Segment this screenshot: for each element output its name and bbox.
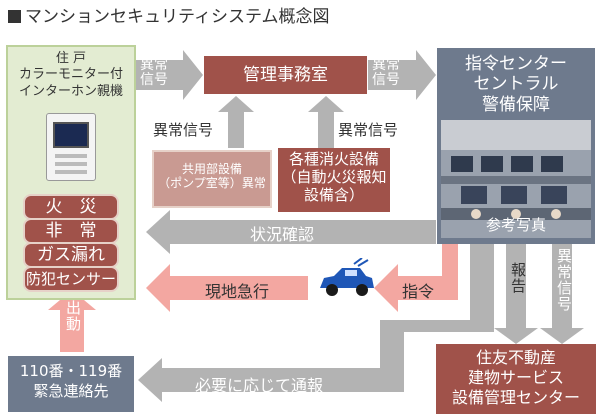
arrow-resident-to-office: [136, 50, 203, 100]
emergency-contact-box: 110番・119番 緊急連絡先: [8, 356, 134, 412]
emergency-contact-line1: 110番・119番: [19, 362, 123, 380]
arrow-status-check: [146, 210, 436, 254]
command-center-line2: セントラル: [473, 74, 559, 95]
arrow-dispatch: [48, 290, 96, 352]
command-center-box: 指令センター セントラル 警備保障 参考写真: [437, 48, 595, 244]
label-command: 指令: [402, 282, 435, 301]
label-abnormal-signal-right: 異常 信号: [372, 57, 400, 89]
arrow-report: [494, 244, 538, 344]
intercom-device-icon: [46, 113, 96, 181]
security-car-icon: [320, 258, 374, 296]
command-center-line1: 指令センター: [465, 54, 567, 74]
alert-fire: 火 災: [23, 194, 119, 220]
label-dispatch: 出動: [64, 300, 82, 332]
alert-emergency: 非 常: [23, 218, 119, 244]
title-square-icon: [8, 10, 21, 23]
sumitomo-line3: 設備管理センター: [451, 388, 580, 407]
common-equipment-box: 共用部設備 （ポンプ室等）異常: [152, 150, 272, 208]
resident-heading-line3: インターホン親機: [18, 83, 123, 99]
label-report: 報告: [509, 262, 527, 294]
common-equipment-line1: 共用部設備: [181, 162, 242, 176]
sumitomo-facility-center-box: 住友不動産 建物サービス 設備管理センター: [436, 344, 596, 414]
sumitomo-line2: 建物サービス: [467, 368, 564, 387]
label-rush-to-site: 現地急行: [205, 282, 270, 301]
label-abnormal-signal-up1: 異常信号: [153, 121, 214, 139]
alert-security-sensor: 防犯センサー: [23, 266, 119, 292]
arrow-rush: [146, 264, 308, 312]
command-center-heading: 指令センター セントラル 警備保障: [437, 54, 595, 115]
arrow-fire-up: [308, 96, 344, 148]
label-abnormal-signal-up2: 異常信号: [338, 121, 399, 139]
label-abnormal-signal-vertical: 異常信号: [555, 248, 573, 312]
label-abnormal-signal-left: 異常 信号: [140, 57, 168, 89]
photo-caption: 参考写真: [485, 216, 546, 234]
arrow-notify: [138, 244, 494, 402]
label-status-check: 状況確認: [250, 225, 315, 244]
arrow-command: [374, 244, 458, 312]
command-center-line3: 警備保障: [482, 94, 550, 115]
resident-heading: 住 戸 カラーモニター付 インターホン親機: [8, 51, 134, 100]
fire-equipment-line2: （自動火災報知: [281, 168, 387, 186]
management-office-box: 管理事務室: [204, 56, 367, 94]
control-room-photo: 参考写真: [441, 120, 591, 238]
arrow-common-up: [218, 96, 254, 148]
fire-equipment-line3: 設備含）: [303, 186, 364, 204]
fire-equipment-line1: 各種消火設備: [288, 150, 379, 168]
emergency-contact-line2: 緊急連絡先: [33, 381, 109, 400]
arrow-office-to-center: [368, 50, 436, 100]
resident-unit-box: 住 戸 カラーモニター付 インターホン親機 火 災 非 常 ガス漏れ 防犯センサ…: [6, 45, 136, 300]
common-equipment-line2: （ポンプ室等）異常: [158, 176, 266, 191]
fire-equipment-box: 各種消火設備 （自動火災報知 設備含）: [278, 148, 390, 212]
diagram-title: マンションセキュリティシステム概念図: [8, 2, 329, 27]
arrow-abnormal-down: [540, 244, 584, 344]
resident-heading-line1: 住 戸: [55, 51, 87, 66]
control-room-photo-art: [441, 120, 591, 238]
resident-heading-line2: カラーモニター付: [18, 67, 123, 83]
alert-gas-leak: ガス漏れ: [23, 242, 119, 268]
label-notify-as-needed: 必要に応じて通報: [195, 376, 324, 395]
title-text: マンションセキュリティシステム概念図: [25, 7, 330, 27]
sumitomo-line1: 住友不動産: [475, 348, 556, 367]
